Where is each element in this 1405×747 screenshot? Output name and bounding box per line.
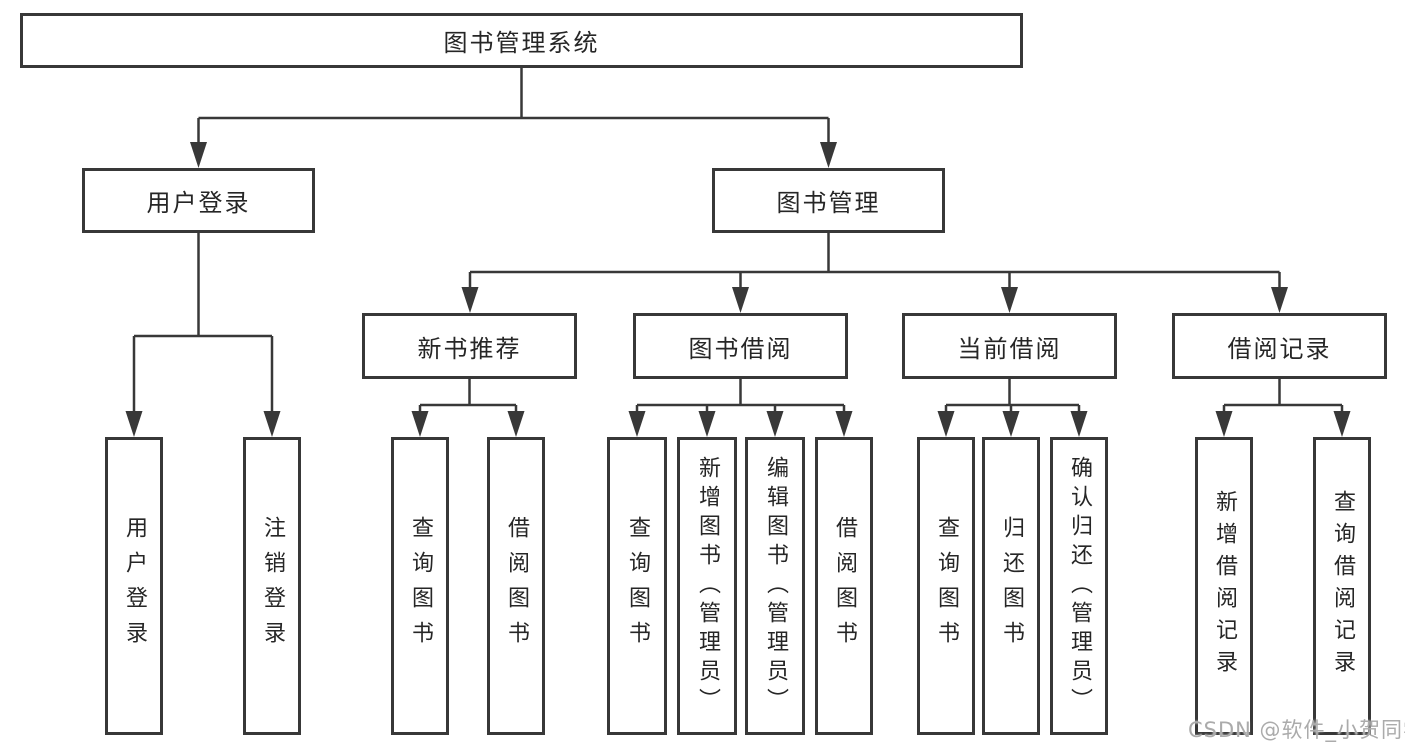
leaf-query-books-recommend: 查询图书 [391,437,449,735]
leaf-edit-books-admin: 编辑图书（管理员） [745,437,805,735]
leaf-return-books: 归还图书 [982,437,1040,735]
leaf-query-books-current: 查询图书 [917,437,975,735]
node-new-book-recommend: 新书推荐 [362,313,577,379]
leaf-borrow-books-recommend: 借阅图书 [487,437,545,735]
node-user-login: 用户登录 [82,168,315,233]
leaf-user-login: 用户登录 [105,437,163,735]
node-book-management: 图书管理 [712,168,945,233]
leaf-query-borrow-record: 查询借阅记录 [1313,437,1371,735]
node-book-borrow: 图书借阅 [633,313,848,379]
leaf-logout: 注销登录 [243,437,301,735]
leaf-confirm-return-admin: 确认归还（管理员） [1050,437,1108,735]
node-borrow-records: 借阅记录 [1172,313,1387,379]
csdn-watermark: CSDN @软件_小贺同学 [1188,718,1405,742]
node-library-management-system: 图书管理系统 [20,13,1023,68]
leaf-query-books-borrow: 查询图书 [607,437,667,735]
leaf-borrow-books: 借阅图书 [815,437,873,735]
node-current-borrow: 当前借阅 [902,313,1117,379]
leaf-add-books-admin: 新增图书（管理员） [677,437,737,735]
leaf-add-borrow-record: 新增借阅记录 [1195,437,1253,735]
